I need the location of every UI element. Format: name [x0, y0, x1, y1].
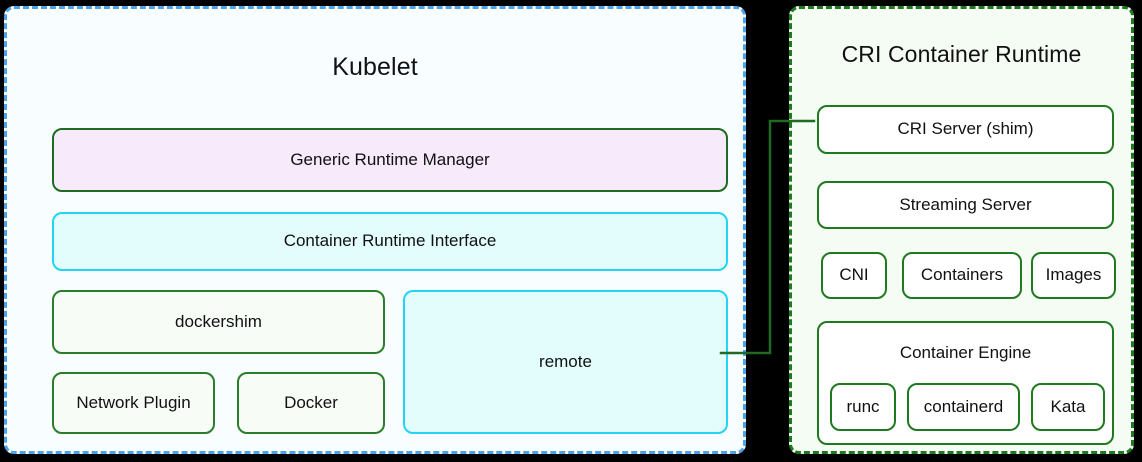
node-container-runtime-interface-label: Container Runtime Interface [283, 231, 497, 251]
node-cri-server-label: CRI Server (shim) [897, 119, 1034, 139]
node-remote-label: remote [539, 351, 592, 371]
kubelet-panel-title: Kubelet [332, 53, 418, 81]
node-docker-label: Docker [284, 392, 338, 412]
node-generic-runtime-manager[interactable]: Generic Runtime Manager [52, 128, 728, 192]
node-generic-runtime-manager-label: Generic Runtime Manager [290, 149, 490, 169]
node-cni-label: CNI [839, 265, 869, 285]
node-containers[interactable]: Containers [902, 252, 1022, 299]
node-kata[interactable]: Kata [1031, 383, 1105, 431]
node-container-engine[interactable]: Container Engine runc containerd Kata [817, 321, 1114, 445]
node-images[interactable]: Images [1031, 252, 1116, 299]
node-runc[interactable]: runc [830, 383, 896, 431]
cri-container-runtime-panel: CRI Container Runtime CRI Server (shim) … [789, 6, 1134, 454]
node-dockershim-label: dockershim [175, 311, 262, 331]
node-container-engine-label: Container Engine [899, 343, 1032, 362]
node-runc-label: runc [846, 396, 880, 416]
node-docker[interactable]: Docker [237, 372, 385, 434]
node-containerd-label: containerd [923, 396, 1004, 416]
node-streaming-server[interactable]: Streaming Server [817, 181, 1114, 229]
node-cri-server[interactable]: CRI Server (shim) [817, 105, 1114, 154]
node-containerd[interactable]: containerd [907, 383, 1020, 431]
node-dockershim[interactable]: dockershim [52, 290, 385, 354]
node-images-label: Images [1045, 265, 1102, 285]
node-cni[interactable]: CNI [821, 252, 887, 299]
node-streaming-server-label: Streaming Server [899, 194, 1032, 214]
node-network-plugin[interactable]: Network Plugin [52, 372, 215, 434]
kubelet-panel: Kubelet Generic Runtime Manager Containe… [4, 6, 746, 454]
node-kata-label: Kata [1050, 396, 1086, 416]
cri-panel-title: CRI Container Runtime [841, 41, 1082, 67]
node-remote[interactable]: remote [403, 290, 728, 434]
node-container-runtime-interface[interactable]: Container Runtime Interface [52, 212, 728, 271]
node-network-plugin-label: Network Plugin [76, 392, 191, 412]
node-containers-label: Containers [920, 265, 1004, 285]
